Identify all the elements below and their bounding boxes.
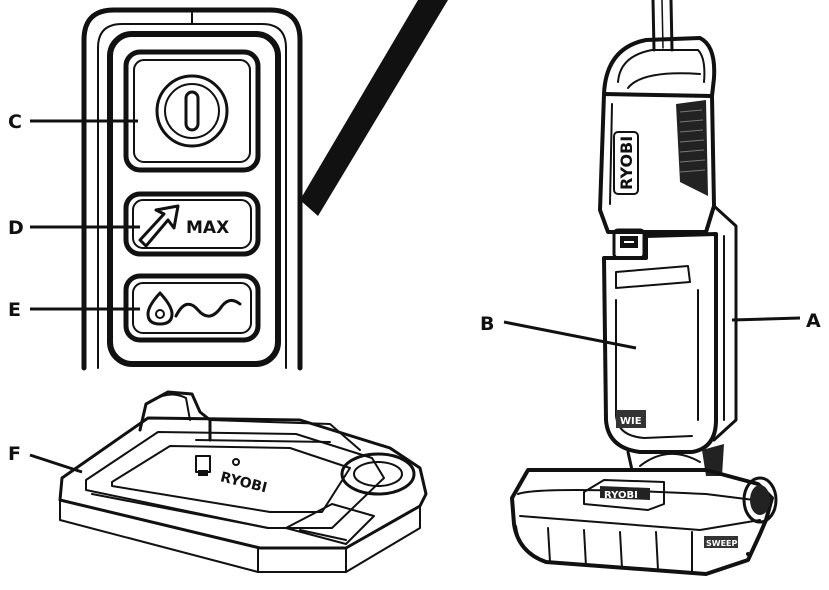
handle-brand-plate: RYOBI	[613, 131, 639, 195]
accessory-holder	[340, 452, 416, 496]
callout-d: D	[8, 217, 140, 239]
handle-body	[598, 92, 716, 234]
zoom-connector	[300, 0, 448, 216]
callout-label-c: C	[8, 111, 22, 133]
button-panel	[107, 31, 281, 367]
callout-label-b: B	[480, 313, 494, 335]
brush-storage-slot	[285, 503, 375, 545]
dirty-water-tank: WIE	[602, 232, 718, 454]
handle-trigger-button[interactable]	[612, 228, 646, 260]
max-button[interactable]: MAX	[123, 191, 261, 257]
water-button[interactable]	[123, 273, 261, 343]
tank-badge: WIE	[620, 416, 642, 427]
panel-housing	[81, 7, 303, 371]
power-button[interactable]	[123, 49, 261, 173]
handle-brand-logo: RYOBI	[617, 136, 636, 190]
max-label: MAX	[186, 218, 229, 238]
head-badge: SWEEP	[706, 539, 738, 548]
callout-a: A	[731, 310, 821, 332]
callout-label-e: E	[8, 299, 21, 321]
base-brand-logo: RYOBI	[219, 469, 269, 496]
control-panel-closeup: MAX	[81, 0, 448, 371]
power-icon	[184, 90, 200, 132]
charging-base: RYOBI	[58, 390, 428, 573]
callout-f: F	[8, 443, 83, 474]
callout-label-f: F	[8, 443, 21, 465]
callout-c: C	[8, 111, 138, 133]
head-brand-logo: RYOBI	[604, 490, 638, 501]
boost-arrow-icon	[138, 204, 180, 248]
side-wheel	[742, 476, 778, 524]
grip-texture	[676, 100, 708, 196]
water-drop-icon	[146, 291, 174, 326]
callout-label-d: D	[8, 217, 24, 239]
callout-e: E	[8, 299, 140, 321]
wave-icon	[174, 299, 242, 318]
brush-roller	[515, 525, 693, 573]
vacuum-mop-unit: RYOBI WIE	[510, 0, 778, 576]
callout-b: B	[480, 313, 637, 350]
callout-label-a: A	[806, 310, 821, 332]
floor-head: RYOBI SWEEP	[510, 468, 778, 576]
handle-tube	[651, 0, 674, 52]
